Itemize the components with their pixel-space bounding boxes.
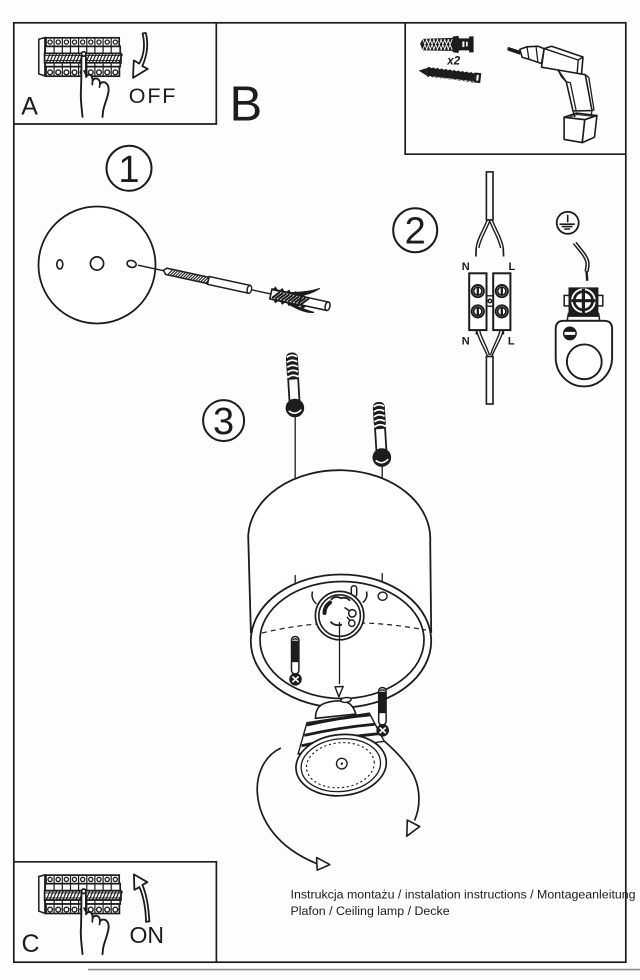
svg-text:x2: x2 xyxy=(446,56,460,68)
svg-text:B: B xyxy=(230,78,263,132)
svg-text:L: L xyxy=(508,336,515,348)
svg-text:Instrukcja montażu / instalati: Instrukcja montażu / instalation instruc… xyxy=(291,888,636,902)
svg-text:1: 1 xyxy=(118,149,139,191)
svg-text:ON: ON xyxy=(130,922,165,948)
svg-text:N: N xyxy=(462,336,470,348)
svg-text:2: 2 xyxy=(405,211,426,253)
svg-text:OFF: OFF xyxy=(129,84,177,108)
svg-text:3: 3 xyxy=(213,401,234,443)
svg-text:N: N xyxy=(462,261,470,273)
svg-text:Plafon / Ceiling lamp / Decke: Plafon / Ceiling lamp / Decke xyxy=(291,904,450,918)
svg-text:L: L xyxy=(509,261,516,273)
svg-text:A: A xyxy=(21,93,38,121)
svg-text:C: C xyxy=(22,930,40,958)
